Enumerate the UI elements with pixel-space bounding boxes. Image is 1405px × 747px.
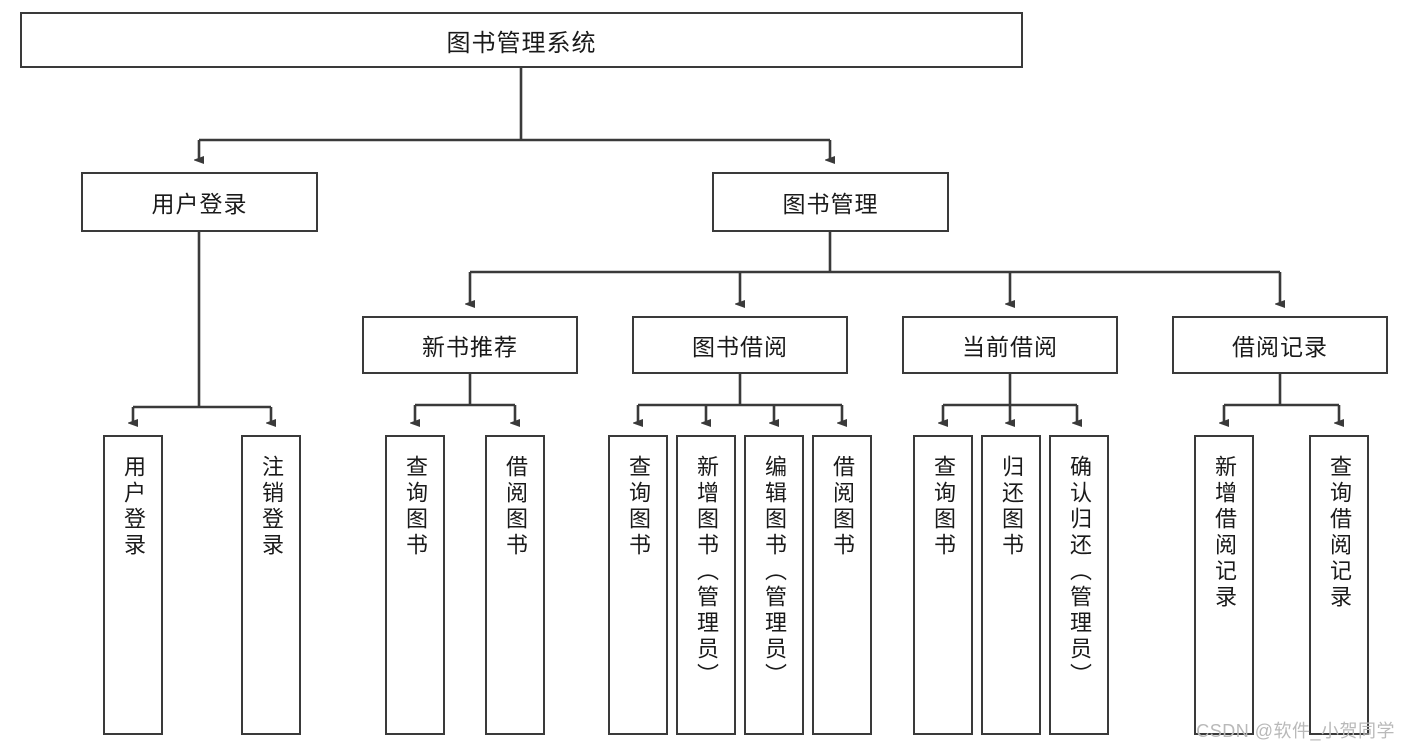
- leaf-current-confirm-return-admin[interactable]: 确认归还（管理员）: [1049, 435, 1109, 735]
- leaf-label: 借阅图书: [503, 455, 528, 559]
- node-new-book-recommend[interactable]: 新书推荐: [362, 316, 578, 374]
- node-user-login[interactable]: 用户登录: [81, 172, 318, 232]
- leaf-label: 查询图书: [626, 455, 651, 559]
- leaf-label: 新增借阅记录: [1212, 455, 1237, 611]
- leaf-new-book-borrow[interactable]: 借阅图书: [485, 435, 545, 735]
- node-current-borrow[interactable]: 当前借阅: [902, 316, 1118, 374]
- node-book-management[interactable]: 图书管理: [712, 172, 949, 232]
- leaf-label: 借阅图书: [830, 455, 855, 559]
- leaf-label: 注销登录: [259, 455, 284, 559]
- leaf-label: 查询图书: [931, 455, 956, 559]
- leaf-borrow-query-book[interactable]: 查询图书: [608, 435, 668, 735]
- leaf-record-query-record[interactable]: 查询借阅记录: [1309, 435, 1369, 735]
- leaf-record-add-record[interactable]: 新增借阅记录: [1194, 435, 1254, 735]
- leaf-borrow-add-book-admin[interactable]: 新增图书（管理员）: [676, 435, 736, 735]
- leaf-label: 编辑图书（管理员）: [762, 455, 787, 689]
- node-root-system[interactable]: 图书管理系统: [20, 12, 1023, 68]
- leaf-borrow-edit-book-admin[interactable]: 编辑图书（管理员）: [744, 435, 804, 735]
- leaf-current-query-book[interactable]: 查询图书: [913, 435, 973, 735]
- leaf-label: 查询图书: [403, 455, 428, 559]
- csdn-watermark: CSDN @软件_小贺同学: [1196, 721, 1395, 741]
- leaf-label: 用户登录: [121, 455, 146, 559]
- leaf-label: 归还图书: [999, 455, 1024, 559]
- leaf-label: 查询借阅记录: [1327, 455, 1352, 611]
- leaf-label: 新增图书（管理员）: [694, 455, 719, 689]
- node-borrow-record[interactable]: 借阅记录: [1172, 316, 1388, 374]
- leaf-label: 确认归还（管理员）: [1067, 455, 1092, 689]
- leaf-borrow-borrow-book[interactable]: 借阅图书: [812, 435, 872, 735]
- node-book-borrow[interactable]: 图书借阅: [632, 316, 848, 374]
- leaf-new-book-query[interactable]: 查询图书: [385, 435, 445, 735]
- leaf-user-login-logout[interactable]: 注销登录: [241, 435, 301, 735]
- leaf-user-login-login[interactable]: 用户登录: [103, 435, 163, 735]
- leaf-current-return-book[interactable]: 归还图书: [981, 435, 1041, 735]
